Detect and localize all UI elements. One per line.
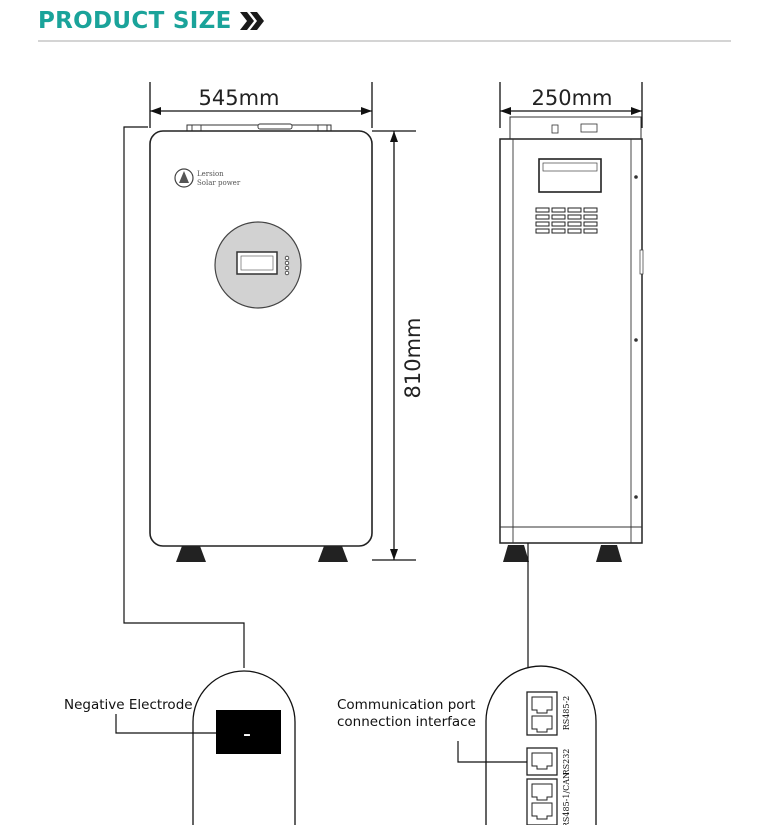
height-label: 810mm: [401, 318, 425, 399]
side-foot-right: [596, 545, 622, 562]
brand-tagline: Solar power: [197, 179, 241, 187]
negative-symbol: –: [243, 725, 251, 743]
negative-leader-line: [123, 126, 245, 668]
communication-label-line1: Communication port: [337, 697, 475, 713]
side-foot-left: [503, 545, 529, 562]
side-view: [499, 116, 644, 562]
title-divider: [38, 40, 731, 42]
communication-label-line2: connection interface: [337, 714, 476, 730]
port-label-rs485-2: RS485-2: [562, 696, 571, 731]
double-chevron-right-icon: [239, 12, 264, 30]
depth-dimension: 250mm: [499, 82, 643, 128]
width-dimension: 545mm: [149, 82, 373, 128]
negative-electrode-detail: – Negative Electrode: [64, 670, 296, 825]
section-title-text: PRODUCT SIZE: [38, 8, 232, 34]
negative-electrode-label: Negative Electrode: [64, 697, 193, 713]
depth-label: 250mm: [532, 86, 613, 110]
front-foot-left: [176, 546, 206, 562]
port-label-rs485-1-can: RS485-1/CAN: [562, 772, 571, 825]
brand-logo: Lersion Solar power: [174, 168, 241, 188]
front-foot-right: [318, 546, 348, 562]
communication-port-detail: RS485-2 RS232 RS485-1/CAN Communication …: [337, 665, 597, 825]
port-label-rs232: RS232: [562, 749, 571, 776]
indicator-leds: [284, 255, 290, 276]
height-dimension: 810mm: [372, 130, 425, 561]
section-title: PRODUCT SIZE: [38, 6, 266, 36]
vent-grille: [535, 207, 598, 234]
width-label: 545mm: [199, 86, 280, 110]
brand-name: Lersion: [197, 170, 224, 178]
front-view: Lersion Solar power: [149, 123, 373, 562]
negative-terminal: [216, 710, 281, 754]
